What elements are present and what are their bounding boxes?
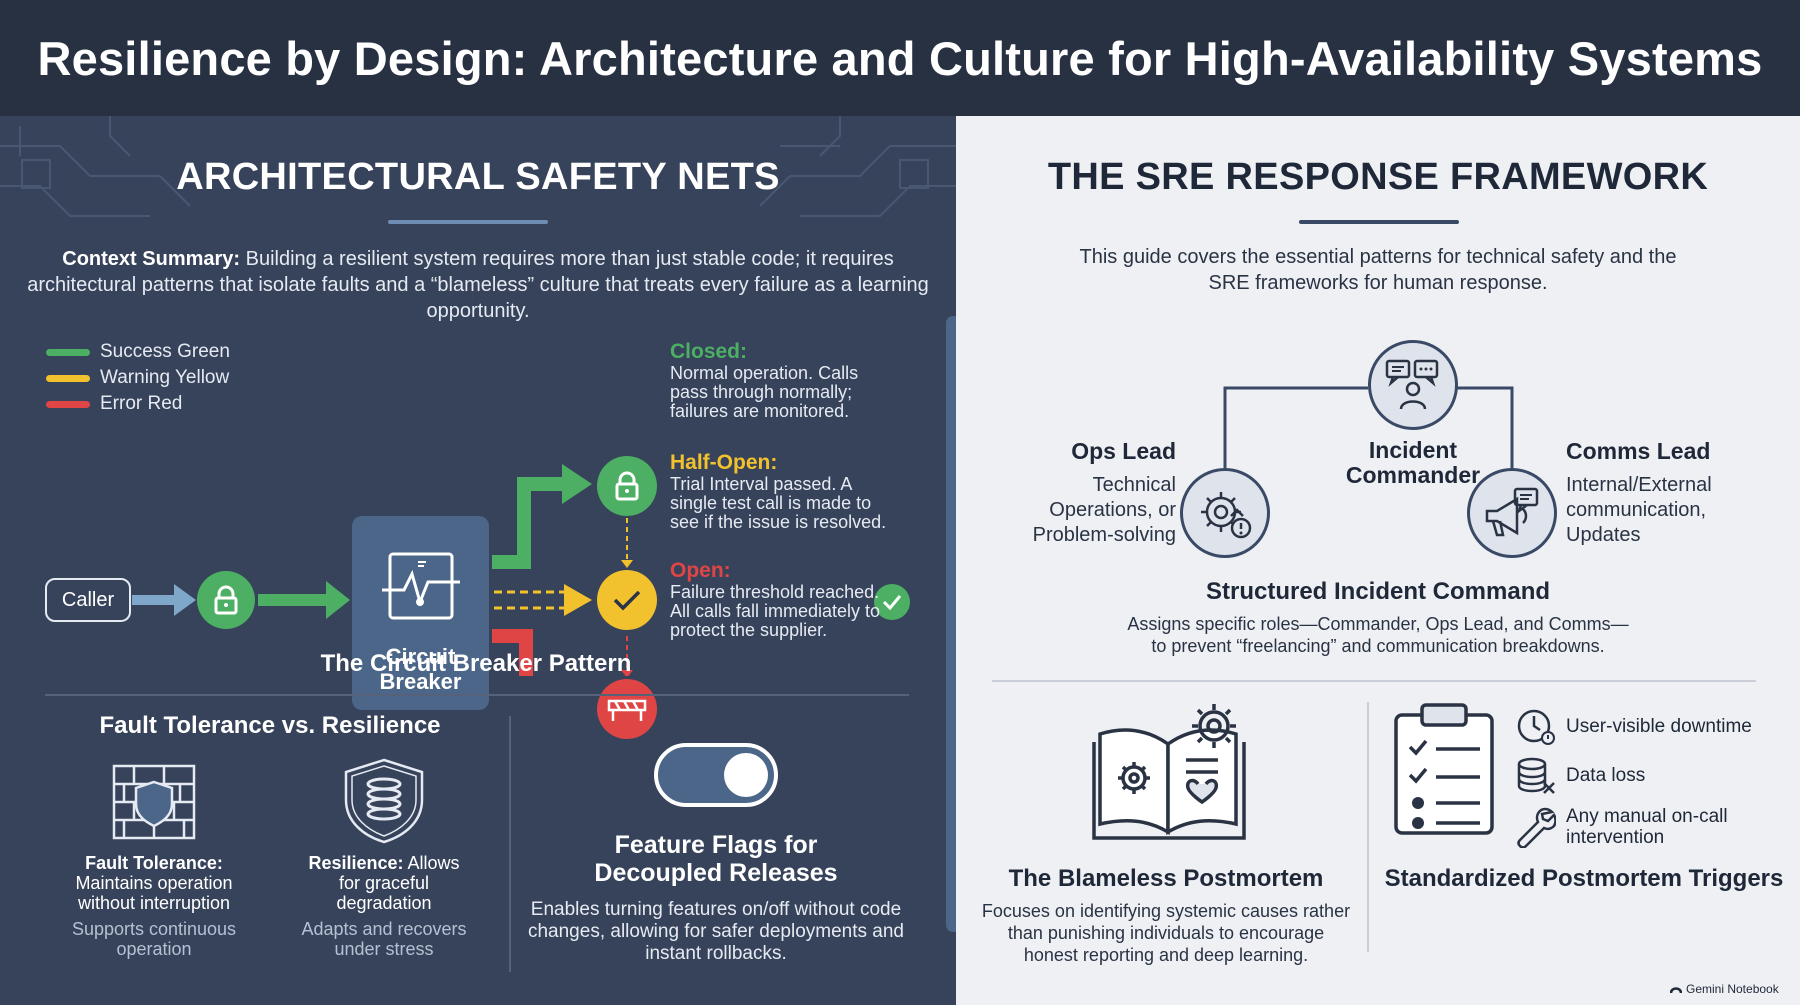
caller-box: Caller [45,578,131,622]
feature-flags-desc: Enables turning features on/off without … [527,899,904,964]
legend-item-error: Error Red [46,391,230,417]
chat-person-icon [1385,359,1439,410]
megaphone-icon [1485,487,1539,537]
closed-state-text: Closed: Normal operation. Calls pass thr… [670,340,859,421]
postmortem-desc: Focuses on identifying systemic causes r… [981,901,1351,965]
right-title-underline [1299,220,1459,224]
closed-state-title: Closed: [670,340,748,363]
ops-lead-text: Ops Lead Technical Operations, or Proble… [996,438,1176,548]
clipboard-checklist-icon [1394,703,1494,835]
legend-item-success: Success Green [46,339,230,365]
structured-incident-command-title: Structured Incident Command [1205,578,1551,605]
feature-flag-toggle-icon [654,743,778,807]
left-divider [45,694,909,696]
circuit-decoration-left [0,116,956,217]
legend-item-warning: Warning Yellow [46,365,230,391]
open-state-title: Open: [670,559,731,582]
page-header: Resilience by Design: Architecture and C… [0,0,1800,116]
comms-lead-node [1467,468,1557,558]
fault-tolerance-label: Fault Tolerance: [85,853,223,873]
trigger-item-downtime: User-visible downtime [1516,708,1752,746]
wrench-icon [1517,807,1556,848]
database-x-icon [1517,757,1555,794]
architectural-safety-nets-panel: ARCHITECTURAL SAFETY NETS Context Summar… [0,116,956,1005]
circuit-breaker-caption: The Circuit Breaker Pattern [320,650,632,677]
left-section-title: ARCHITECTURAL SAFETY NETS [176,156,780,198]
right-divider [992,680,1756,682]
page-title: Resilience by Design: Architecture and C… [37,31,1763,85]
open-state-node [597,679,657,739]
context-summary: Context Summary: Building a resilient sy… [22,246,934,324]
scrollbar-thumb[interactable] [946,316,956,932]
lock-icon [615,471,639,501]
notebook-logo-icon [1670,987,1682,994]
clock-alert-icon [1517,709,1555,745]
right-vertical-divider [1367,702,1369,952]
wall-shield-icon [112,764,196,840]
open-state-text: Open: Failure threshold reached. All cal… [670,559,881,640]
resilience-block: Resilience: Allows for graceful degradat… [301,853,467,959]
breaker-icon [382,552,460,620]
sre-response-framework-panel: THE SRE RESPONSE FRAMEWORK This guide co… [956,116,1800,1005]
success-check-icon [874,584,910,620]
context-summary-label: Context Summary: [62,248,241,270]
lock-icon [214,585,238,615]
structured-incident-command-desc: Assigns specific roles—Commander, Ops Le… [1127,614,1629,656]
spring-shield-icon [344,758,424,844]
context-summary-text: Building a resilient system requires mor… [27,248,929,322]
postmortem-title: The Blameless Postmortem [1008,865,1324,892]
color-legend: Success Green Warning Yellow Error Red [46,339,230,417]
gemini-notebook-credit: Gemini Notebook [1670,982,1779,996]
circuit-breaker-diagram [132,464,633,676]
trigger-item-data-loss: Data loss [1516,757,1645,795]
half-open-state-title: Half-Open: [670,451,778,474]
right-intro: This guide covers the essential patterns… [1079,246,1677,294]
ops-lead-node [1180,468,1270,558]
comms-lead-text: Comms Lead Internal/External communicati… [1566,438,1776,548]
closed-state-node [597,456,657,516]
half-open-state-text: Half-Open: Trial Interval passed. A sing… [670,451,887,532]
barrier-icon [607,699,647,721]
half-open-state-node [597,570,657,630]
lock-node [197,571,255,629]
fault-tolerance-block: Fault Tolerance: Maintains operation wit… [40,853,268,959]
left-vertical-divider [509,716,511,972]
right-section-title: THE SRE RESPONSE FRAMEWORK [1047,156,1709,198]
left-title-underline [388,220,548,224]
check-icon [613,590,641,611]
resilience-label: Resilience: [308,853,404,873]
ops-lead-title: Ops Lead [1071,438,1176,464]
incident-commander-node [1368,340,1458,430]
postmortem-triggers-title: Standardized Postmortem Triggers [1384,865,1784,892]
fault-tolerance-heading: Fault Tolerance vs. Resilience [99,712,441,739]
comms-lead-title: Comms Lead [1566,438,1711,464]
book-gear-icon [1092,704,1246,840]
gear-alert-icon [1201,492,1252,539]
